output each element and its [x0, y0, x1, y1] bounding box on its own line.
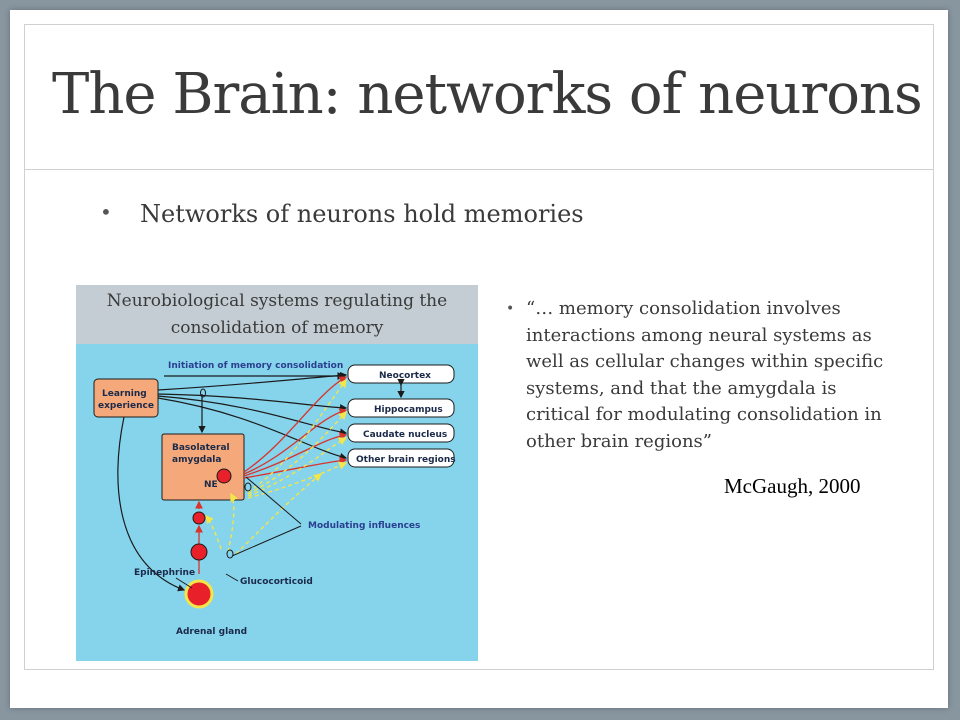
slide-title: The Brain: networks of neurons	[52, 62, 923, 127]
other-regions-box	[347, 448, 455, 468]
neocortex-label: Neocortex	[379, 371, 431, 381]
title-divider	[24, 169, 934, 170]
quote-text: “… memory consolidation involves interac…	[526, 298, 884, 452]
caudate-label: Caudate nucleus	[363, 430, 447, 440]
adrenal-gland-node	[184, 579, 214, 609]
main-bullet: • Networks of neurons hold memories	[100, 200, 584, 228]
red-modulating-arrows	[195, 376, 348, 574]
figure-caption-line-1: Neurobiological systems regulating the	[106, 291, 448, 311]
bla-label-1: Basolateral	[172, 443, 230, 453]
epinephrine-pointer	[175, 577, 193, 589]
footer-divider	[24, 669, 934, 670]
quote-bullet: • “… memory consolidation involves inter…	[506, 296, 896, 456]
epinephrine-label: Epinephrine	[134, 568, 195, 578]
learning-label-2: experience	[98, 401, 154, 411]
modulating-label: Modulating influences	[308, 521, 420, 531]
relay-node-1	[192, 511, 206, 525]
bla-label-2: amygdala	[172, 455, 221, 465]
ne-label: NE	[204, 480, 218, 490]
quote-bullet-dot: •	[506, 301, 515, 317]
yellow-modulating-arrows	[205, 378, 348, 555]
figure-caption-line-2: consolidation of memory	[170, 318, 384, 338]
node-ring-3	[244, 482, 252, 492]
memory-systems-figure: Neurobiological systems regulating the c…	[76, 285, 478, 661]
consolidation-diagram: Initiation of memory consolidation Learn…	[93, 361, 456, 637]
modulating-influence-lines	[231, 476, 302, 557]
adrenal-gland-label: Adrenal gland	[176, 627, 247, 637]
figure-caption: Neurobiological systems regulating the c…	[76, 285, 478, 344]
citation: McGaugh, 2000	[724, 474, 861, 498]
relay-node-2	[190, 543, 208, 561]
hippocampus-label: Hippocampus	[374, 405, 443, 415]
basolateral-amygdala-box	[161, 433, 245, 501]
hippocampus-box	[347, 398, 455, 418]
glucocorticoid-label: Glucocorticoid	[240, 577, 313, 587]
initiation-label: Initiation of memory consolidation	[168, 361, 343, 371]
glucocorticoid-pointer	[225, 573, 239, 582]
node-ring-1	[200, 388, 206, 398]
learning-projections	[157, 371, 348, 461]
node-ring-2	[226, 549, 234, 559]
bullet-dot: •	[100, 200, 112, 224]
other-regions-label: Other brain regions	[356, 455, 456, 465]
main-bullet-text: Networks of neurons hold memories	[140, 200, 584, 228]
learning-label-1: Learning	[102, 389, 147, 399]
learning-to-adrenal-arrow	[117, 416, 186, 592]
caudate-nucleus-box	[347, 423, 455, 443]
ne-node	[216, 468, 232, 484]
